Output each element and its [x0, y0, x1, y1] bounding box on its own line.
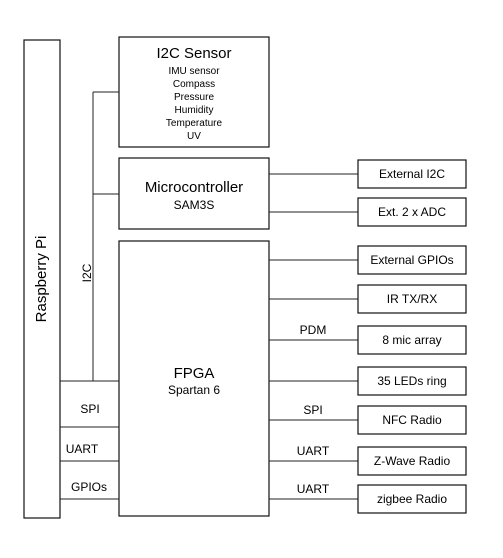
ext-adc-label: Ext. 2 x ADC	[378, 205, 446, 219]
microcontroller-subtitle: SAM3S	[174, 198, 215, 212]
pdm-link-label: PDM	[300, 323, 327, 337]
fpga-title: FPGA	[174, 365, 215, 382]
external-i2c-label: External I2C	[379, 167, 445, 181]
ir-txrx-label: IR TX/RX	[387, 292, 437, 306]
external-gpios-label: External GPIOs	[370, 253, 453, 267]
i2c-sensor-item: IMU sensor	[168, 66, 220, 77]
uart-link-label: UART	[297, 444, 330, 458]
nfc-radio-label: NFC Radio	[382, 413, 442, 427]
i2c-sensor-item: Temperature	[166, 118, 223, 129]
gpios-bus-label: GPIOs	[71, 480, 107, 494]
uart-bus-label: UART	[66, 442, 99, 456]
nfc-radio-box	[357, 405, 467, 435]
spi-link-label: SPI	[303, 403, 322, 417]
zigbee-radio-box	[357, 484, 467, 514]
led-ring-box	[357, 366, 467, 396]
microcontroller-box	[118, 157, 270, 230]
i2c-sensor-box	[118, 36, 270, 148]
i2c-sensor-item: Compass	[173, 79, 215, 90]
ir-txrx-box	[357, 284, 467, 314]
ext-adc-box	[357, 197, 467, 227]
fpga-subtitle: Spartan 6	[168, 383, 220, 397]
i2c-sensor-title: I2C Sensor	[156, 45, 231, 62]
spi-bus-label: SPI	[80, 402, 99, 416]
i2c-bus-label: I2C	[80, 263, 94, 282]
zigbee-radio-label: zigbee Radio	[377, 492, 447, 506]
fpga-box	[118, 240, 270, 517]
led-ring-label: 35 LEDs ring	[377, 374, 446, 388]
external-i2c-box	[357, 159, 467, 189]
i2c-sensor-item: UV	[187, 131, 201, 142]
i2c-sensor-item: Pressure	[174, 92, 214, 103]
mic-array-label: 8 mic array	[382, 333, 441, 347]
zwave-radio-label: Z-Wave Radio	[374, 454, 451, 468]
zwave-radio-box	[357, 446, 467, 476]
external-gpios-box	[357, 245, 467, 275]
raspberry-pi-box	[23, 39, 61, 519]
microcontroller-title: Microcontroller	[145, 179, 243, 196]
i2c-sensor-item: Humidity	[175, 105, 214, 116]
mic-array-box	[357, 325, 467, 355]
uart-link-label: UART	[297, 482, 330, 496]
raspberry-pi-label: Raspberry Pi	[33, 236, 50, 323]
